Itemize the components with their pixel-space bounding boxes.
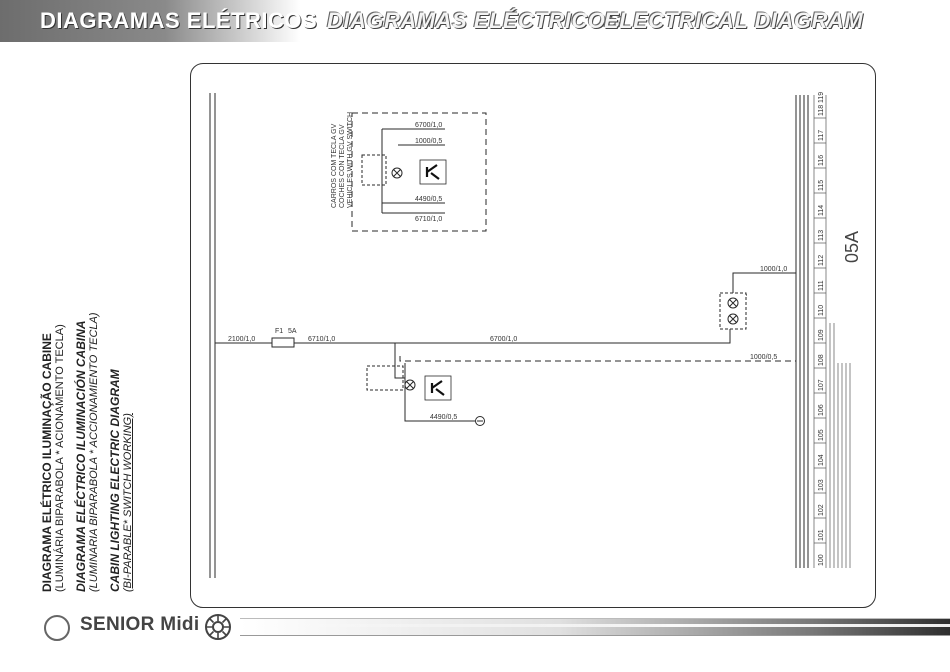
brand-emblem-icon [205, 614, 231, 640]
opt-indicator-cross [393, 169, 401, 177]
grid-number-104: 104 [818, 454, 825, 466]
optional-text-2: COCHES CON TECLA GV [339, 124, 346, 208]
wire-label-1000a: 1000/1,0 [760, 266, 787, 273]
title-es: DIAGRAMA ELÉCTRICO ILUMINACIÓN CABINA [74, 320, 88, 592]
header-title-en: ELECTRICAL DIAGRAM [604, 8, 864, 33]
footer-logo-circle [44, 615, 70, 641]
wiring-schematic: 100 101 102 103 104 105 106 107 108 109 … [209, 92, 862, 578]
subtitle-en: (BI-PARABLE* SWITCH WORKING) [122, 413, 134, 592]
grid-number-103: 103 [818, 479, 825, 491]
wire-label-6700b: 6700/1,0 [415, 122, 442, 129]
page-code: 05A [842, 231, 862, 263]
grid-number-117: 117 [818, 130, 825, 141]
dashed-wire-1000 [399, 356, 796, 362]
grid-number-102: 102 [818, 504, 825, 516]
legend-notes [829, 323, 851, 568]
diagram-title-block: DIAGRAMA ELÉTRICO ILUMINAÇÃO CABINE (LUM… [40, 292, 180, 592]
wire-label-4490b: 4490/0,5 [415, 196, 442, 203]
footer-bar-highlight [250, 624, 950, 627]
wire-label-6710: 6710/1,0 [308, 336, 335, 343]
grid-number-119: 119 [818, 92, 825, 103]
grid-number-110: 110 [818, 305, 825, 316]
grid-number-105: 105 [818, 429, 825, 441]
title-pt: DIAGRAMA ELÉTRICO ILUMINAÇÃO CABINE [40, 333, 54, 592]
lamp-feed-wire [395, 294, 747, 344]
subtitle-pt: (LUMINÁRIA BIPARABOLA * ACIONAMENTO TECL… [54, 324, 66, 592]
ruler-ticks [814, 117, 826, 544]
grid-number-111: 111 [818, 280, 825, 291]
lamp-ground-wire [732, 272, 796, 293]
footer-brand-name: SENIOR Midi [80, 614, 200, 635]
grid-number-112: 112 [818, 255, 825, 266]
fuse-f1 [271, 337, 295, 348]
fuse-rating: 5A [288, 328, 297, 335]
switch-key-glyph [430, 380, 445, 396]
optional-text-3: VEHICLES WITH GV SWITCH [347, 112, 354, 208]
grid-number-109: 109 [818, 329, 825, 341]
opt-switch-bracket [361, 154, 387, 186]
grid-number-115: 115 [818, 180, 825, 191]
switch-return-wire [404, 403, 475, 422]
grid-number-107: 107 [818, 379, 825, 391]
header-title-es: DIAGRAMAS ELÉCTRICOS [327, 8, 621, 33]
header-gradient-band [0, 0, 300, 42]
optional-switch-box [351, 112, 487, 232]
optional-text-1: CARROS COM TECLA GV [331, 123, 338, 208]
wire-label-1000b: 1000/0,5 [750, 354, 777, 361]
grid-number-108: 108 [818, 354, 825, 366]
grid-number-116: 116 [818, 155, 825, 166]
switch-indicator-cross [406, 381, 414, 389]
opt-key-glyph [425, 164, 440, 180]
wire-label-4490a: 4490/0,5 [430, 414, 457, 421]
subtitle-es: (LUMINARIA BIPARABOLA * ACCIONAMIENTO TE… [88, 312, 100, 592]
fuse-label: F1 [275, 328, 283, 335]
switch-key-symbol [424, 375, 452, 401]
opt-key-symbol [419, 159, 447, 185]
wire-label-6700: 6700/1,0 [490, 336, 517, 343]
grid-number-101: 101 [818, 529, 825, 541]
grid-number-100: 100 [818, 554, 825, 566]
wire-label-1000c: 1000/0,5 [415, 138, 442, 145]
header-title-pt: DIAGRAMAS ELÉTRICOS [40, 8, 318, 33]
lamp-bulb-2-cross [729, 315, 737, 323]
lamp-bulb-1-cross [729, 299, 737, 307]
wire-label-2100: 2100/1,0 [228, 336, 255, 343]
grid-number-106: 106 [818, 404, 825, 416]
grid-number-114: 114 [818, 205, 825, 216]
title-en: CABIN LIGHTING ELECTRIC DIAGRAM [108, 369, 122, 592]
ruler-numbers: 100 101 102 103 104 105 106 107 108 109 … [818, 92, 825, 566]
diagram-frame [190, 63, 876, 608]
footer-gradient-bar [240, 618, 950, 636]
opt-wire-top [381, 128, 445, 153]
wire-label-6710b: 6710/1,0 [415, 216, 442, 223]
grid-number-113: 113 [818, 230, 825, 241]
grid-number-118: 118 [818, 105, 825, 116]
switch-feed-wire [394, 343, 405, 379]
switch-bracket [366, 365, 404, 391]
